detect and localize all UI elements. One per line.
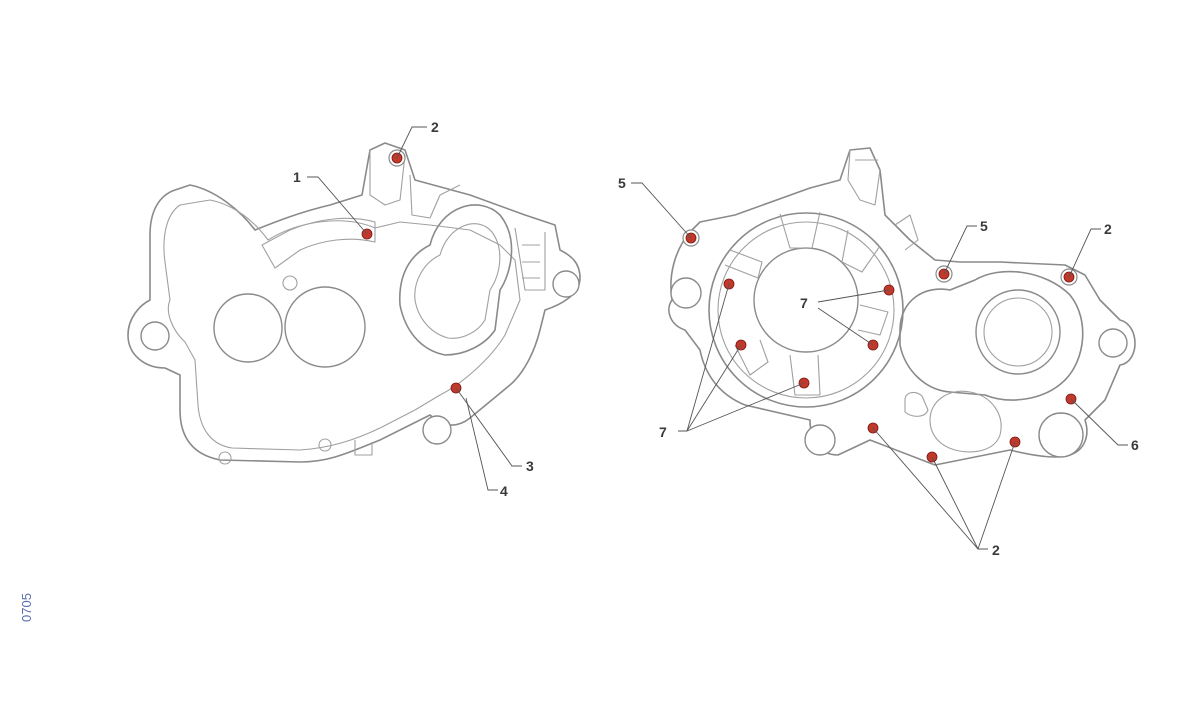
left-cage-detail bbox=[514, 227, 546, 291]
right-flywheel-outer bbox=[708, 212, 904, 408]
right-callout-2a: 2 bbox=[1104, 221, 1112, 237]
right-bearing-outer bbox=[975, 289, 1061, 375]
left-callout-3: 3 bbox=[526, 458, 534, 474]
left-leader-4 bbox=[465, 397, 498, 491]
right-leader-2d bbox=[977, 441, 1016, 550]
left-bore-b bbox=[284, 286, 366, 368]
right-crankcase-view: 5 5 2 7 7 6 2 bbox=[618, 147, 1139, 558]
right-leader-7d bbox=[686, 344, 742, 432]
left-small-boss-3 bbox=[282, 275, 298, 291]
right-callout-2b: 2 bbox=[992, 542, 1000, 558]
left-crankcase-outline bbox=[127, 142, 581, 463]
right-mount-ear-hole bbox=[1098, 328, 1128, 358]
right-top-tower bbox=[847, 149, 919, 251]
right-lower-slot bbox=[904, 391, 929, 417]
right-leader-2b bbox=[872, 427, 988, 550]
right-leader-7e bbox=[686, 382, 805, 432]
left-boss-right bbox=[552, 270, 580, 298]
right-lower-pocket bbox=[929, 390, 1002, 453]
reference-code: 0705 bbox=[19, 593, 34, 622]
right-leader-2c bbox=[931, 456, 979, 550]
left-leader-1 bbox=[307, 176, 368, 235]
right-leader-6 bbox=[1070, 398, 1128, 446]
right-chamber bbox=[899, 270, 1084, 401]
right-boss-far-left bbox=[670, 277, 702, 309]
left-callout-1: 1 bbox=[293, 169, 301, 185]
right-leader-7a bbox=[817, 289, 890, 303]
right-flywheel-spokes bbox=[724, 211, 889, 396]
left-crank-chamber-inner bbox=[414, 223, 501, 339]
left-crankcase-view: 2 1 3 4 bbox=[127, 119, 581, 499]
right-bearing-inner bbox=[983, 297, 1053, 367]
left-callout-2: 2 bbox=[431, 119, 439, 135]
left-arch-window bbox=[261, 217, 376, 269]
left-mount-ear-hole bbox=[140, 321, 170, 351]
left-small-boss-2 bbox=[218, 451, 232, 465]
right-leader-7b bbox=[817, 307, 874, 346]
right-flywheel-inner bbox=[717, 221, 895, 399]
left-leader-2 bbox=[396, 126, 427, 159]
left-top-tower bbox=[369, 150, 461, 219]
right-callout-7a: 7 bbox=[800, 295, 808, 311]
right-callout-5a: 5 bbox=[618, 175, 626, 191]
left-leader-3 bbox=[455, 387, 522, 467]
right-crankcase-outline bbox=[668, 147, 1136, 466]
right-boss-lower bbox=[1038, 412, 1084, 458]
right-leader-5a bbox=[631, 182, 692, 239]
right-callout-5b: 5 bbox=[980, 218, 988, 234]
left-callout-4: 4 bbox=[500, 483, 508, 499]
left-boss-lower bbox=[422, 415, 452, 445]
right-callout-6: 6 bbox=[1131, 437, 1139, 453]
left-bore-a bbox=[213, 293, 283, 363]
left-small-boss bbox=[318, 438, 332, 452]
right-leader-5b bbox=[943, 225, 977, 275]
right-boss-left bbox=[804, 424, 836, 456]
left-bottom-tab bbox=[354, 440, 373, 456]
right-leader-2a bbox=[1068, 228, 1101, 278]
right-callout-7b: 7 bbox=[659, 424, 667, 440]
left-crank-chamber bbox=[399, 204, 513, 356]
